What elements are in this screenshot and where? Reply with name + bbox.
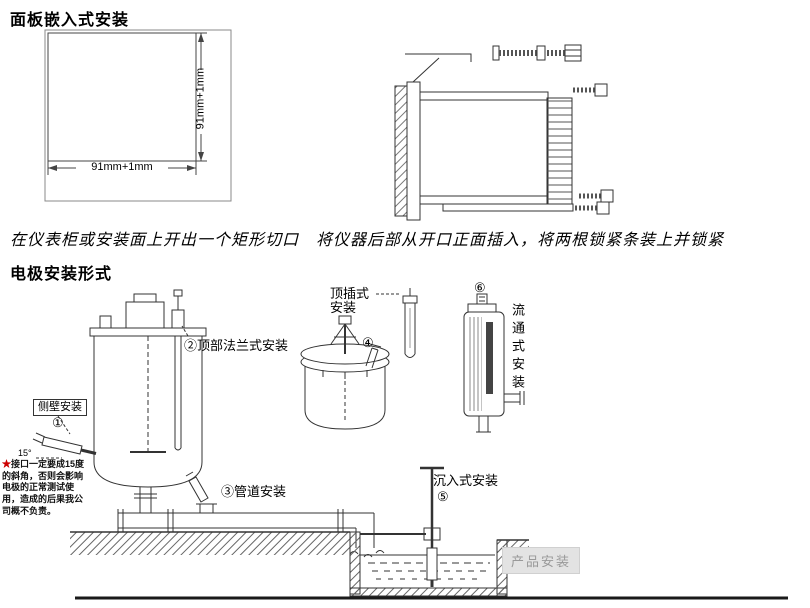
label-circled-5: ⑤ xyxy=(437,489,449,504)
warning-star-icon: ★ xyxy=(2,459,12,469)
spare-electrode-group xyxy=(402,288,418,358)
panel-cutout-diagram xyxy=(44,29,232,202)
label-pipe-install: ③管道安装 xyxy=(221,484,287,499)
label-submerged-install: 沉入式安装 xyxy=(433,473,499,488)
electrode-install-diagram xyxy=(32,288,788,600)
label-circled-4: ④ xyxy=(362,335,374,350)
label-top-insert-install: 顶插式安装 xyxy=(330,286,370,316)
install-description: 在仪表柜或安装面上开出一个矩形切口 将仪器后部从开口正面插入，将两根锁紧条装上并… xyxy=(10,232,725,249)
cutout-height-dimension: 91mm+1mm xyxy=(194,67,207,130)
dimension-arrows xyxy=(48,33,204,171)
top-insert-group xyxy=(300,293,400,430)
panel-mount-diagram xyxy=(394,44,614,221)
submerged-group xyxy=(360,466,444,587)
label-angle-15deg: 15° xyxy=(18,448,32,458)
label-flow-through-install: 流通式安装 xyxy=(509,303,525,393)
cutout-width-dimension: 91mm+1mm xyxy=(91,161,153,173)
label-circled-6: ⑥ xyxy=(474,280,486,295)
section2-title: 电极安装形式 xyxy=(10,266,113,283)
flow-cell-group xyxy=(463,293,525,433)
label-side-wall-install: 侧壁安装 xyxy=(33,399,87,416)
watermark: 产品安装 xyxy=(502,547,581,574)
label-circled-1: ① xyxy=(52,415,64,430)
warning-text: 接口一定要成15度的斜角，否则会影响电极的正常测试使用，造成的后果我公司概不负责… xyxy=(2,459,85,516)
side-electrode-group xyxy=(32,415,97,459)
tank-group xyxy=(89,289,207,488)
section1-title: 面板嵌入式安装 xyxy=(10,12,130,29)
label-top-flange-install: ②顶部法兰式安装 xyxy=(184,338,289,353)
angle-warning-note: ★接口一定要成15度的斜角，否则会影响电极的正常测试使用，造成的后果我公司概不负… xyxy=(2,459,86,517)
